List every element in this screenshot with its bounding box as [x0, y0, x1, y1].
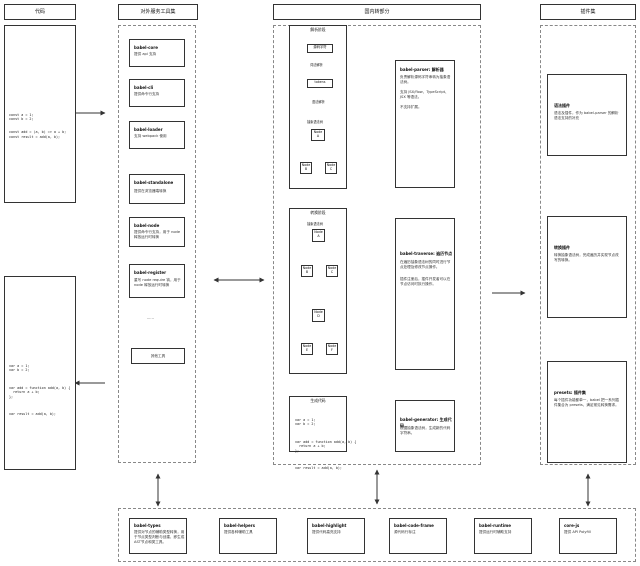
internal-header: 国内转部分	[273, 4, 481, 20]
transform-node-d: Node D	[312, 309, 325, 322]
plugins-column: 语法插件 语法及插件，作为 babel-parser 的解析语法支持的补充 转换…	[540, 25, 636, 465]
helper-babel-types: babel-types 提供对节点的辅助类型转换，用于节点类型判断与创建，即生成…	[129, 518, 187, 554]
plugin-syntax: 语法插件 语法及插件，作为 babel-parser 的解析语法支持的补充	[547, 74, 627, 156]
output-code-box: var a = 1;var b = 2; var add = function …	[4, 276, 76, 470]
plugin-transform: 转换插件 转换抽象语法树，完成遍历并实现节点改写的转换。	[547, 216, 627, 318]
plugins-header: 插件集	[540, 4, 636, 20]
tool-babel-standalone: babel-standalone 提供在浏览器端转换	[129, 174, 185, 204]
parse-node-b: Node B	[300, 162, 312, 174]
helper-babel-helpers: babel-helpers 提供各种辅助工具	[219, 518, 277, 554]
parse-node-a: Node A	[311, 129, 325, 141]
tools-column: babel-core 提供 api 支持 babel-cli 提供命令行支持 b…	[118, 25, 196, 463]
tool-babel-core: babel-core 提供 api 支持	[129, 39, 185, 67]
source-code: const a = 1;const b = 2; const add = (a,…	[9, 112, 67, 139]
parser-desc-box: babel-parser: 解析器 负责解析源码字符串转为抽象语法树。 支持 J…	[395, 60, 455, 188]
tool-babel-loader: babel-loader 支持 webpack 使用	[129, 121, 185, 149]
helper-babel-code-frame: babel-code-frame 源代码行标注	[389, 518, 447, 554]
tool-other: 其他工具	[131, 348, 185, 364]
tools-ellipsis: ......	[147, 316, 154, 320]
traverse-desc-box: babel-traverse: 遍历节点 在遍历抽象语法树的同时进行节点处理及修…	[395, 218, 455, 370]
tool-babel-node: babel-node 提供命令行支持，用于 node 释放运行时转换	[129, 217, 185, 247]
source-string-node: 源码字符	[307, 44, 333, 53]
tools-header: 对外服务工具集	[118, 4, 198, 20]
generator-desc-box: babel-generator: 生成代码 根据抽象语法树，生成新的代码字符串。	[395, 400, 455, 452]
plugin-presets: presets: 插件集 每个插件功能都单一，babel 把一系列插件集合为 p…	[547, 361, 627, 463]
parse-node-c: Node C	[325, 162, 337, 174]
tool-babel-register: babel-register 重写 node require 钩，用于 node…	[129, 264, 185, 298]
tokens-node: tokens	[307, 79, 333, 88]
helpers-row: babel-types 提供对节点的辅助类型转换，用于节点类型判断与创建，即生成…	[118, 508, 636, 562]
generate-stage: 生成代码 var a = 1;var b = 2; var add = func…	[289, 396, 356, 470]
transform-node-b: Node B	[301, 265, 313, 277]
source-code-box: const a = 1;const b = 2; const add = (a,…	[4, 25, 76, 203]
transform-stage: 转换阶段 抽象语法树 Node A Node B Node C Node D N…	[289, 208, 347, 374]
transform-node-a: Node A	[312, 229, 325, 242]
transform-node-e: Node E	[301, 343, 313, 355]
output-code: var a = 1;var b = 2; var add = function …	[9, 363, 71, 417]
tool-babel-cli: babel-cli 提供命令行支持	[129, 79, 185, 107]
helper-core-js: core-js 提供 API Polyfill	[559, 518, 617, 554]
transform-node-f: Node F	[326, 343, 338, 355]
transform-node-c: Node C	[326, 265, 338, 277]
helper-babel-runtime: babel-runtime 提供运行时辅助支持	[474, 518, 532, 554]
parse-stage: 解析阶段 源码字符 词法解析 tokens 语法解析 抽象语法树 Node A …	[289, 25, 347, 189]
code-header: 代码	[4, 4, 76, 20]
helper-babel-highlight: babel-highlight 提供代码高亮支持	[307, 518, 365, 554]
